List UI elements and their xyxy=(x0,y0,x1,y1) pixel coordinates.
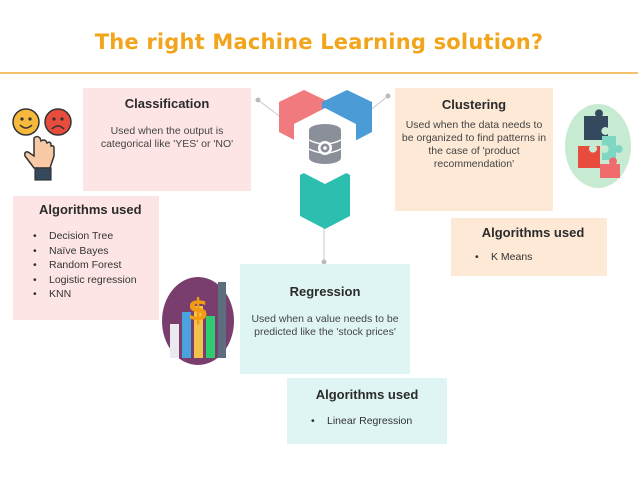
classification-card: Classification Used when the output is c… xyxy=(83,88,251,191)
classification-algorithms-list: Decision Tree Naïve Bayes Random Forest … xyxy=(27,229,149,302)
svg-text:$: $ xyxy=(188,293,209,328)
clustering-algorithms-list: K Means xyxy=(469,250,597,265)
regression-algorithms-heading: Algorithms used xyxy=(315,387,419,402)
list-item: Linear Regression xyxy=(305,414,437,429)
hexagon-cluster xyxy=(279,90,372,229)
clustering-algorithms-heading: Algorithms used xyxy=(481,225,585,240)
list-item: Decision Tree xyxy=(27,229,149,244)
dollar-bar-chart-icon: $ xyxy=(162,277,234,365)
clustering-card: Clustering Used when the data needs to b… xyxy=(395,88,553,211)
title-divider xyxy=(0,72,638,74)
list-item: Random Forest xyxy=(27,258,149,273)
clustering-algorithms-card: Algorithms used K Means xyxy=(451,218,607,276)
list-item: KNN xyxy=(27,287,149,302)
list-item: K Means xyxy=(469,250,597,265)
regression-heading: Regression xyxy=(289,284,361,299)
happy-sad-faces-hand-icon xyxy=(12,108,72,181)
classification-heading: Classification xyxy=(124,96,210,111)
classification-algorithms-heading: Algorithms used xyxy=(39,202,142,217)
regression-description: Used when a value needs to be predicted … xyxy=(251,313,399,338)
page-title: The right Machine Learning solution? xyxy=(94,30,544,54)
regression-algorithms-card: Algorithms used Linear Regression xyxy=(287,378,447,444)
regression-algorithms-list: Linear Regression xyxy=(305,414,437,429)
list-item: Naïve Bayes xyxy=(27,244,149,259)
classification-description: Used when the output is categorical like… xyxy=(100,125,234,150)
puzzle-pieces-icon xyxy=(565,104,631,188)
clustering-description: Used when the data needs to be organized… xyxy=(401,119,547,170)
hexagon-teal xyxy=(300,162,350,229)
list-item: Logistic regression xyxy=(27,273,149,288)
clustering-heading: Clustering xyxy=(441,97,507,112)
regression-card: Regression Used when a value needs to be… xyxy=(240,264,410,374)
classification-algorithms-card: Algorithms used Decision Tree Naïve Baye… xyxy=(13,196,159,320)
database-gear-icon xyxy=(308,124,342,164)
